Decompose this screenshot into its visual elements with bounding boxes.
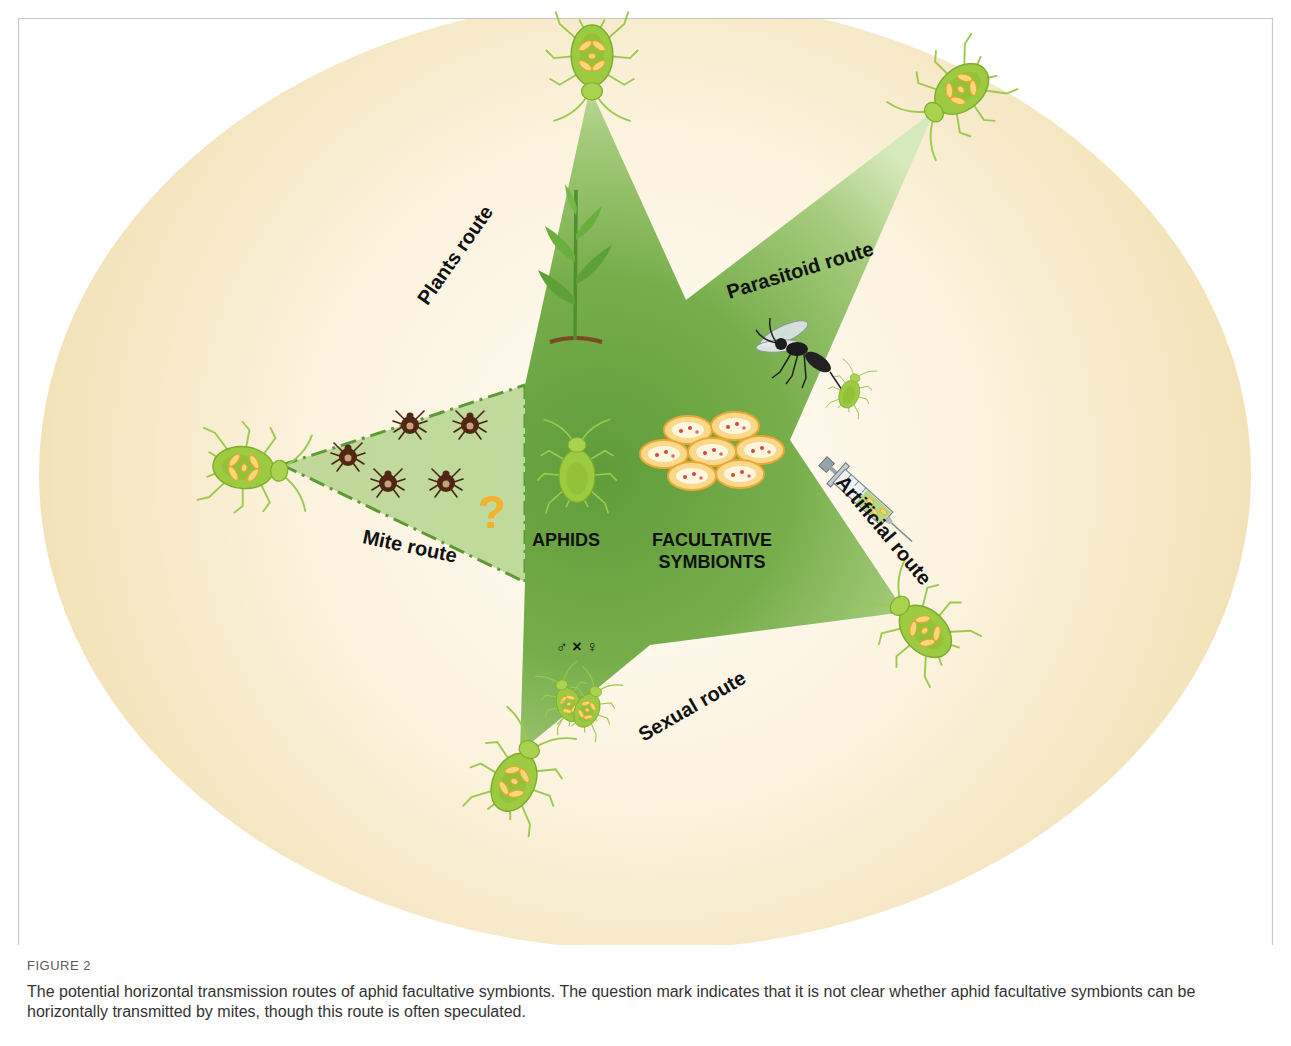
route-label: Artificial route [831, 470, 937, 589]
star-shape [520, 88, 935, 752]
mite-arm-outline [282, 385, 525, 582]
route-label: Sexual route [634, 666, 750, 747]
question-mark: ? [478, 485, 506, 540]
symbiont-cells [640, 412, 784, 490]
figure-caption: The potential horizontal transmission ro… [27, 982, 1242, 1022]
plant-icon [538, 184, 612, 342]
host-aphid [822, 358, 880, 421]
route-label: Parasitoid route [724, 236, 877, 303]
center-label: FACULTATIVE SYMBIONTS [627, 529, 797, 573]
mite-arm [282, 385, 525, 582]
route-label: Plants route [412, 201, 498, 309]
sex-symbols: ♂ × ♀ [556, 637, 598, 656]
parasitoid-wasp [756, 316, 842, 390]
center-label: APHIDS [532, 529, 600, 551]
route-label: Mite route [361, 524, 459, 567]
figure-number: FIGURE 2 [27, 958, 91, 973]
mite-icons [331, 411, 487, 497]
aphid-figures [197, 12, 1024, 840]
background-ellipse [39, 19, 1251, 945]
